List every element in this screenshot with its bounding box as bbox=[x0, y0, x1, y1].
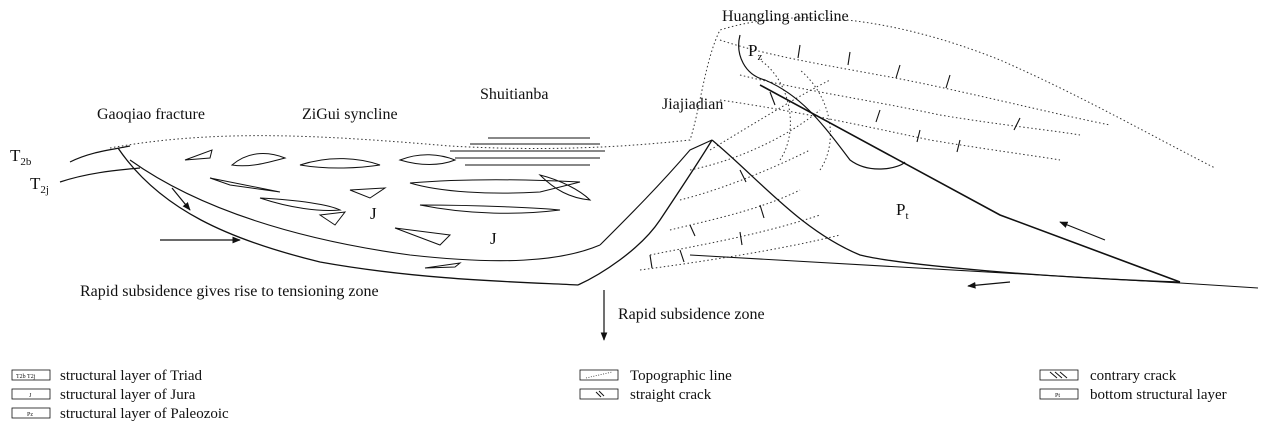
pz-core-boundary bbox=[739, 35, 905, 169]
legend-label-straight-crack: straight crack bbox=[630, 387, 712, 403]
label-huangling-anticline: Huangling anticline bbox=[722, 8, 849, 25]
shuitianba-strata bbox=[450, 138, 605, 165]
label-jiajiadian: Jiajiadian bbox=[662, 96, 723, 113]
legend: T2b T2j structural layer of Triad J stru… bbox=[12, 368, 1227, 422]
legend-code-bottom-layer: Pt bbox=[1055, 393, 1060, 399]
legend-label-contrary-crack: contrary crack bbox=[1090, 368, 1177, 384]
legend-code-triad: T2b T2j bbox=[16, 374, 36, 380]
legend-label-triad: structural layer of Triad bbox=[60, 368, 203, 384]
legend-label-topographic: Topographic line bbox=[630, 368, 732, 384]
arrow-left-basin bbox=[172, 188, 190, 210]
basin-east-wall bbox=[600, 140, 712, 245]
basin-bottom bbox=[578, 140, 712, 285]
legend-code-paleozoic: Pz bbox=[27, 412, 33, 418]
jura-lenses bbox=[185, 150, 590, 268]
label-zigui-syncline: ZiGui syncline bbox=[302, 106, 398, 123]
symbol-pt: Pt bbox=[896, 200, 909, 222]
legend-label-paleozoic: structural layer of Paleozoic bbox=[60, 406, 229, 422]
symbol-pz: Pz bbox=[748, 41, 762, 63]
thrust-fault-upper bbox=[760, 85, 1180, 282]
t2b-stratum-line bbox=[70, 146, 130, 162]
detachment-line bbox=[690, 255, 1258, 288]
legend-swatch-straight-crack bbox=[580, 389, 618, 399]
symbol-t2b: T2b bbox=[10, 146, 32, 168]
label-tensioning-zone: Rapid subsidence gives rise to tensionin… bbox=[80, 283, 379, 300]
label-gaoqiao-fracture: Gaoqiao fracture bbox=[97, 106, 205, 123]
label-shuitianba: Shuitianba bbox=[480, 86, 548, 103]
label-subsidence-zone: Rapid subsidence zone bbox=[618, 306, 765, 323]
legend-label-jura: structural layer of Jura bbox=[60, 387, 196, 403]
legend-label-bottom-layer: bottom structural layer bbox=[1090, 387, 1227, 403]
arrow-thrust-upper bbox=[1060, 222, 1105, 240]
symbol-t2j: T2j bbox=[30, 174, 49, 196]
topographic-line bbox=[110, 18, 1215, 168]
arrow-thrust-lower bbox=[968, 282, 1010, 286]
gaoqiao-fracture-line bbox=[118, 148, 578, 285]
symbol-j-lower: J bbox=[490, 229, 497, 248]
anticline-folds bbox=[640, 40, 1110, 270]
t2j-stratum-line bbox=[60, 168, 140, 182]
symbol-j-upper: J bbox=[370, 204, 377, 223]
basin-inner-boundary bbox=[130, 160, 600, 261]
straight-cracks bbox=[650, 45, 1020, 268]
